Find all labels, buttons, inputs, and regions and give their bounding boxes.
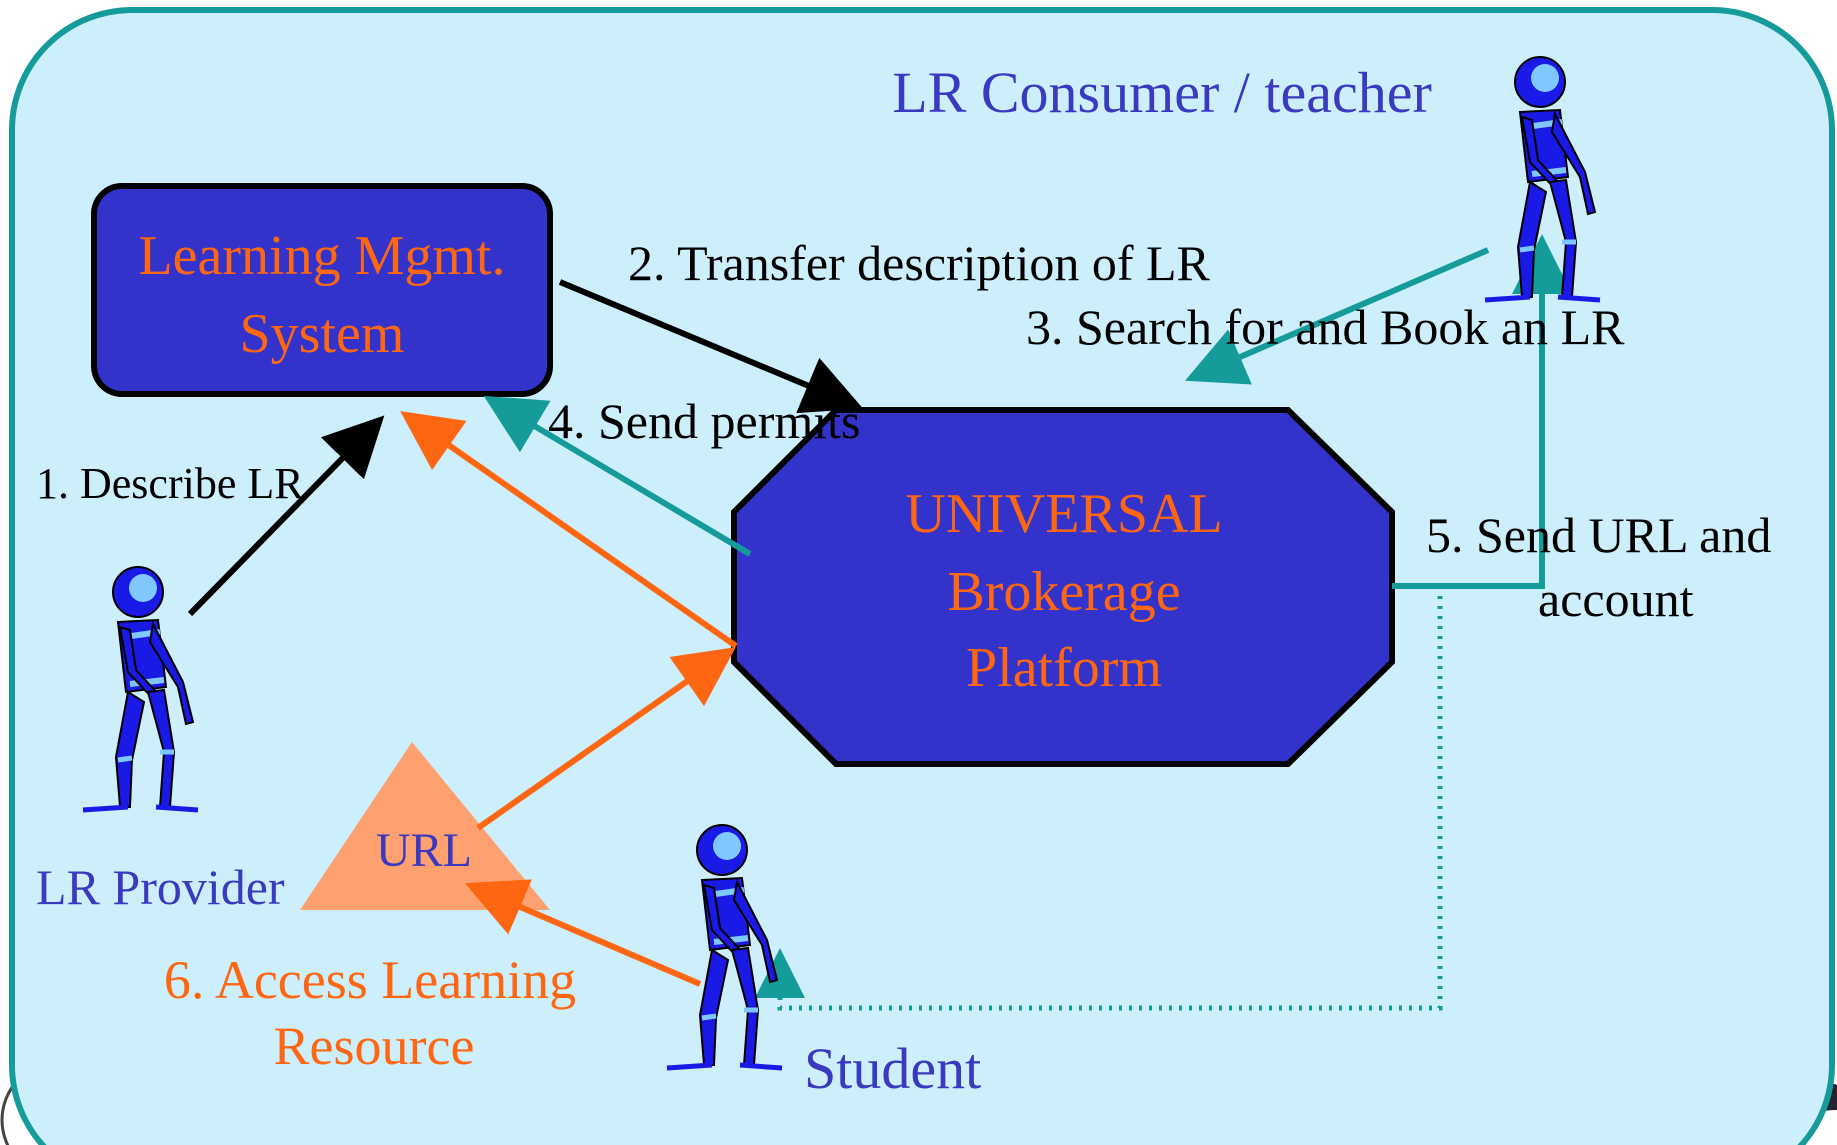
step-4-label: 4. Send permits [548, 393, 860, 449]
lms-box: Learning Mgmt. System [91, 183, 553, 397]
provider-label: LR Provider [36, 859, 285, 915]
arrow-access-resource [464, 879, 702, 987]
lms-label-line2: System [240, 303, 405, 365]
step-2-label: 2. Transfer description of LR [628, 235, 1211, 291]
step-5-label-line2: account [1538, 571, 1694, 627]
lms-label-line1: Learning Mgmt. [138, 225, 505, 287]
step-5-label-line1: 5. Send URL and [1426, 507, 1771, 563]
platform-label-line3: Platform [966, 637, 1162, 699]
step-6-label-line2: Resource [274, 1016, 475, 1076]
arrow-describe-lr [187, 415, 385, 617]
url-triangle: URL [300, 742, 550, 910]
arrow-search-book [1184, 247, 1490, 385]
platform-octagon: UNIVERSAL Brokerage Platform [731, 407, 1395, 767]
step-3-label: 3. Search for and Book an LR [1026, 299, 1625, 355]
arrow-send-url-student [755, 586, 1443, 1011]
arrow-url-to-platform [476, 647, 736, 831]
platform-label-line1: UNIVERSAL [905, 483, 1222, 545]
step-1-label: 1. Describe LR [36, 459, 304, 508]
consumer-label: LR Consumer / teacher [892, 60, 1432, 125]
student-label: Student [804, 1036, 981, 1101]
arrow-send-permits [483, 395, 752, 557]
step-6-label-line1: 6. Access Learning [164, 950, 576, 1010]
platform-label-line2: Brokerage [947, 561, 1180, 623]
url-label: URL [376, 824, 472, 877]
arrow-platform-to-lms [400, 411, 738, 649]
arrow-transfer-description [558, 279, 864, 414]
